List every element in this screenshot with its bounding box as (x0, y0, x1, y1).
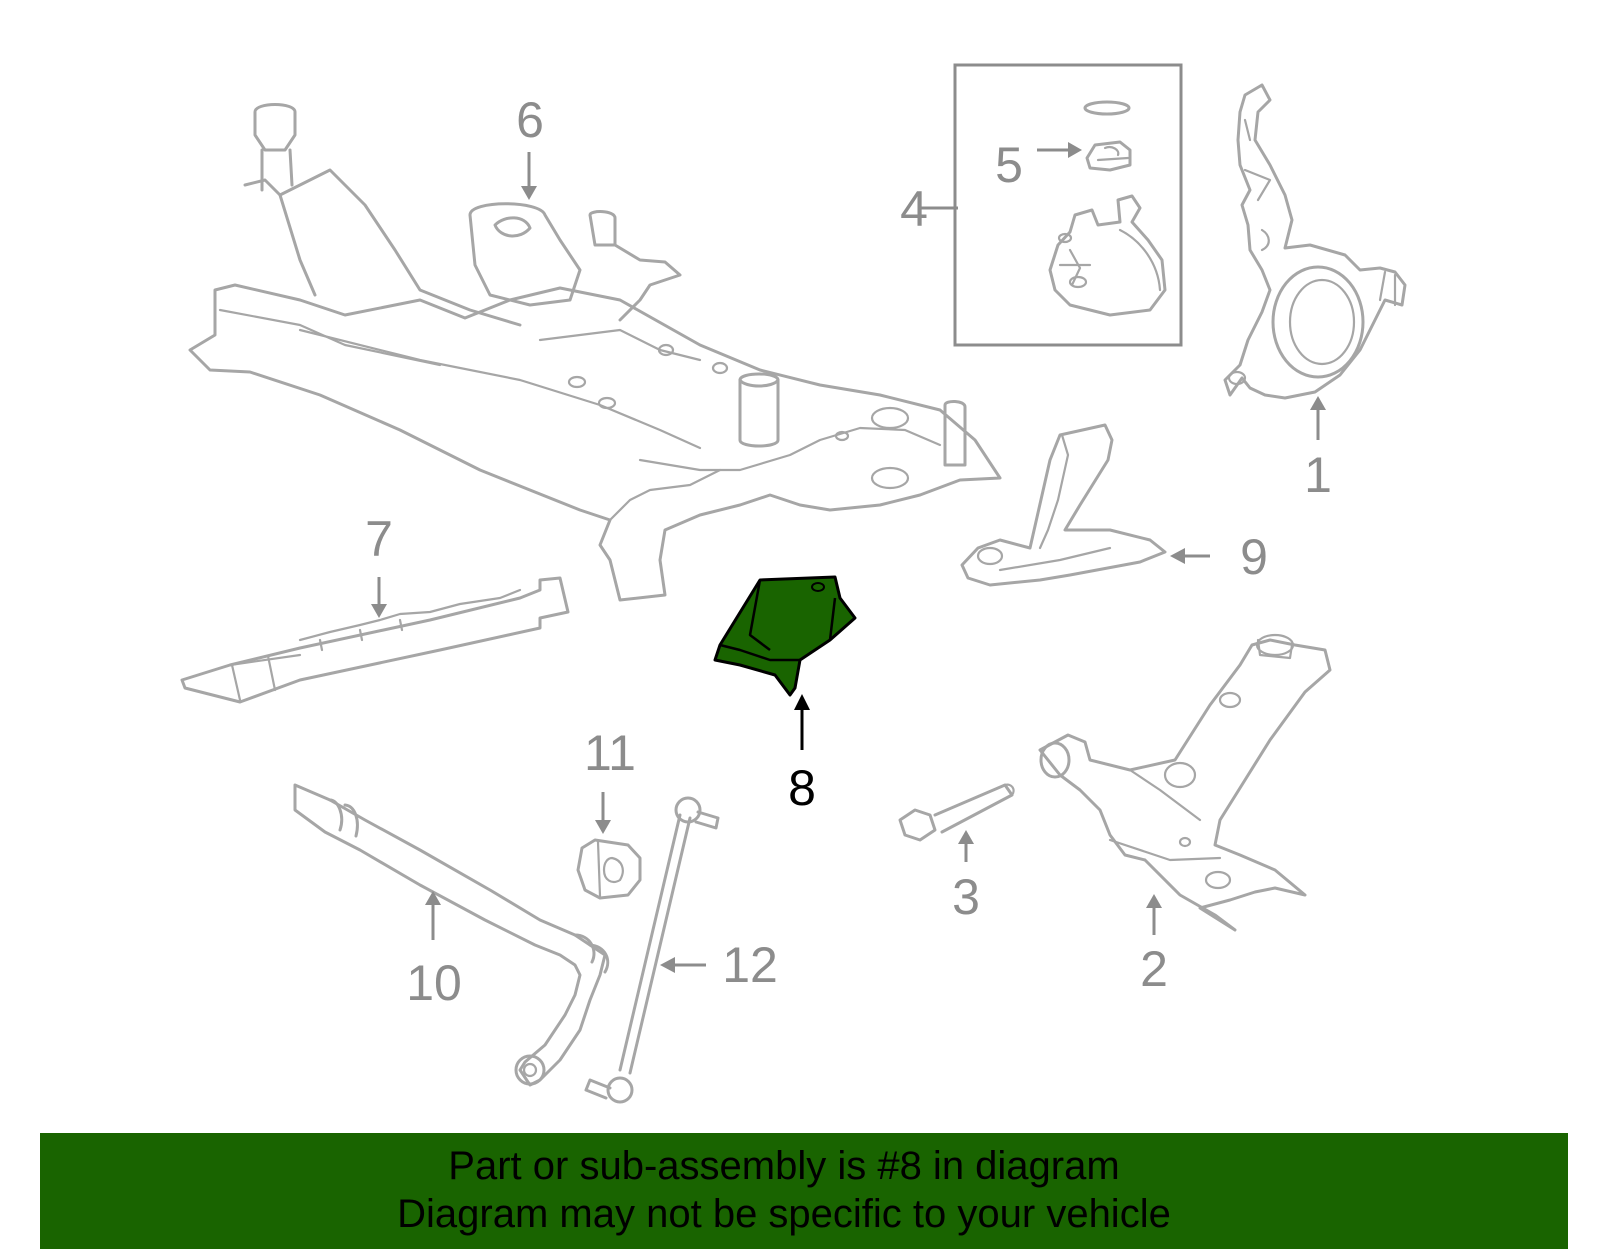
part-10-stabilizer-bar[interactable] (293, 783, 610, 1087)
part-7-reinforcement[interactable] (180, 576, 570, 704)
callout-11: 11 (584, 725, 636, 781)
part-8-highlighted[interactable] (713, 575, 857, 697)
part-1-steering-knuckle[interactable] (1223, 83, 1407, 400)
arrowhead-1 (1310, 396, 1326, 410)
arrowhead-9 (1170, 548, 1185, 564)
callout-4: 4 (900, 181, 928, 237)
arrowhead-2 (1146, 894, 1162, 908)
banner-line-part: Part or sub-assembly is #8 in diagram (448, 1144, 1120, 1188)
banner-line-disclaimer: Diagram may not be specific to your vehi… (397, 1192, 1171, 1236)
arrowhead-10 (425, 891, 441, 905)
info-banner: Part or sub-assembly is #8 in diagram Di… (40, 1133, 1568, 1249)
callout-9: 9 (1240, 529, 1268, 585)
callout-10: 10 (406, 955, 462, 1011)
callout-5: 5 (995, 137, 1023, 193)
callout-7: 7 (365, 511, 393, 567)
arrowhead-7 (371, 604, 387, 618)
arrowhead-8 (794, 694, 810, 710)
part-6-subframe[interactable] (188, 103, 1002, 602)
part-9-bracket[interactable] (960, 423, 1167, 587)
arrowhead-6 (521, 186, 537, 200)
arrowhead-3 (958, 830, 974, 844)
callout-3: 3 (952, 869, 980, 925)
callout-1: 1 (1304, 447, 1332, 503)
callout-2: 2 (1140, 941, 1168, 997)
callout-6: 6 (516, 92, 544, 148)
part-2-lower-control-arm[interactable] (1038, 633, 1332, 932)
leader-lines (371, 142, 1326, 973)
arrowhead-12 (660, 957, 675, 973)
callout-8: 8 (788, 760, 816, 816)
callout-12: 12 (722, 937, 778, 993)
part-4-ball-joint-kit[interactable] (953, 63, 1183, 347)
part-3-bolt[interactable] (898, 783, 1015, 842)
arrowhead-5 (1068, 142, 1082, 158)
part-12-stabilizer-link[interactable] (584, 796, 720, 1104)
arrowhead-11 (595, 820, 611, 834)
part-11-stabilizer-bushing[interactable] (576, 838, 642, 900)
callout-labels: 1 2 3 4 5 6 7 8 9 10 11 12 (365, 92, 1332, 1011)
